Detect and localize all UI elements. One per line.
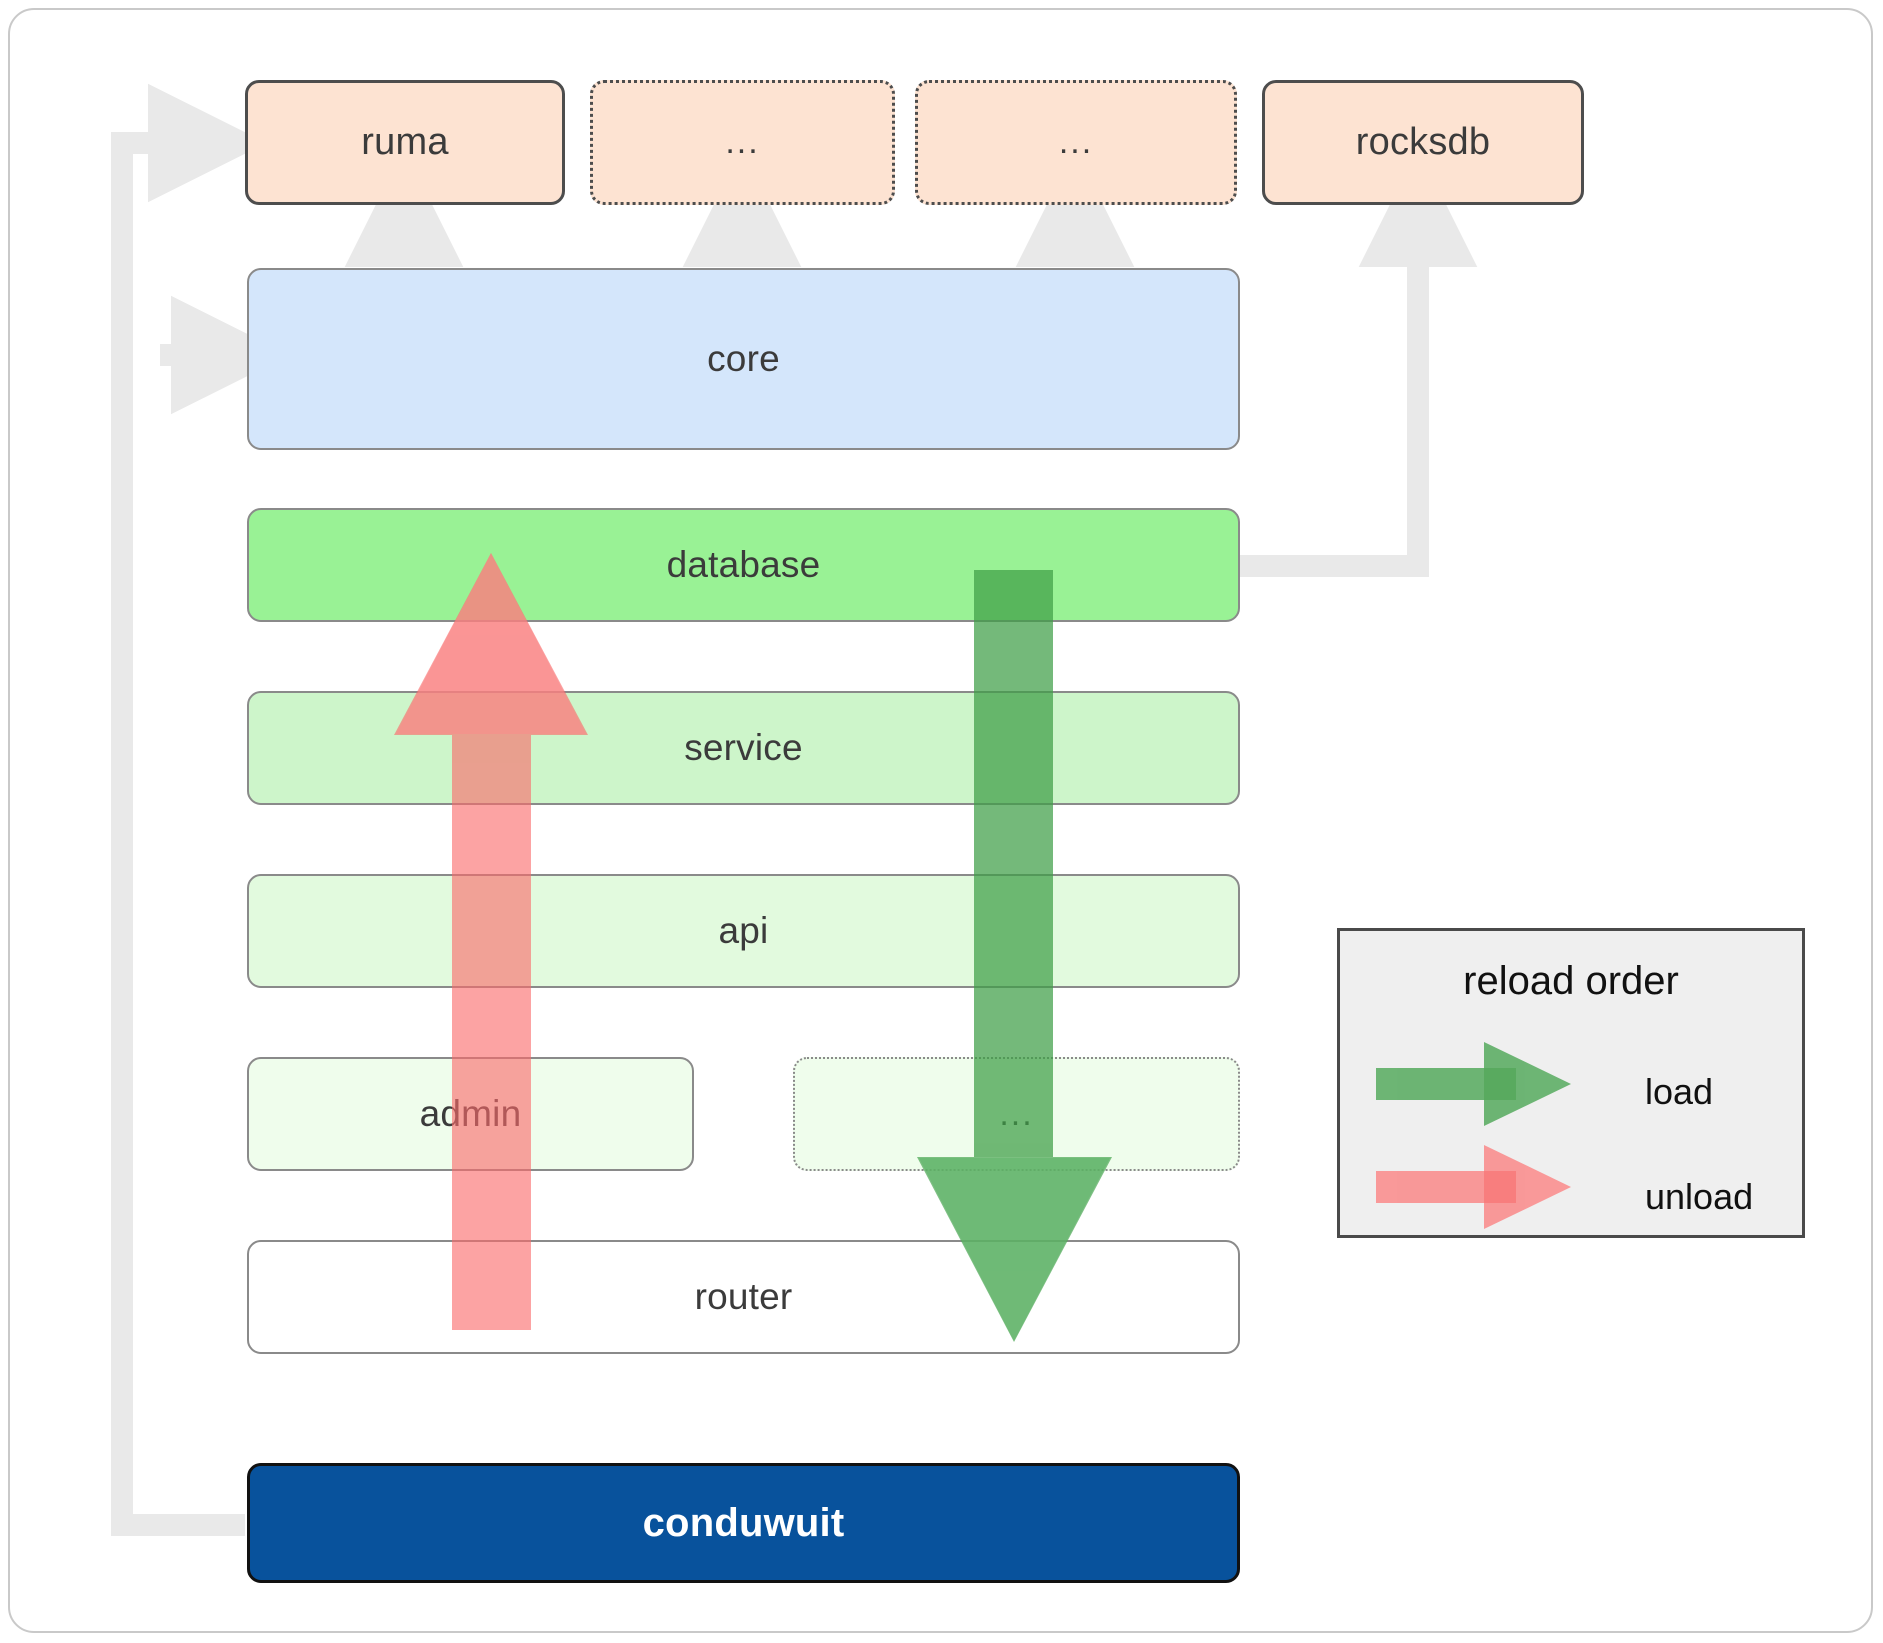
node-api-label: api [718, 910, 769, 951]
node-layer-ellipsis[interactable]: ... [793, 1057, 1240, 1171]
node-router[interactable]: router [247, 1240, 1240, 1354]
node-admin[interactable]: admin [247, 1057, 694, 1171]
node-router-label: router [694, 1276, 793, 1317]
node-core[interactable]: core [247, 268, 1240, 450]
legend-unload-arrow-icon [1376, 1145, 1571, 1229]
node-database[interactable]: database [247, 508, 1240, 622]
node-ruma-label: ruma [361, 121, 449, 163]
node-core-label: core [707, 338, 780, 379]
node-layer-ellipsis-label: ... [999, 1094, 1034, 1133]
node-dep-ellipsis-1-label: ... [725, 123, 760, 161]
node-rocksdb[interactable]: rocksdb [1262, 80, 1584, 205]
node-conduwuit-label: conduwuit [642, 1500, 845, 1545]
legend-box: reload order load unload [1337, 928, 1805, 1238]
node-dep-ellipsis-2[interactable]: ... [915, 80, 1237, 205]
node-dep-ellipsis-1[interactable]: ... [590, 80, 895, 205]
legend-label-unload: unload [1645, 1176, 1754, 1217]
legend-label-load: load [1645, 1071, 1714, 1112]
node-api[interactable]: api [247, 874, 1240, 988]
node-rocksdb-label: rocksdb [1355, 121, 1491, 163]
node-admin-label: admin [419, 1093, 522, 1134]
legend-arrow-swatches [1376, 1042, 1571, 1229]
node-database-label: database [666, 544, 821, 585]
node-dep-ellipsis-2-label: ... [1058, 123, 1094, 161]
node-service-label: service [684, 727, 803, 768]
diagram-frame [8, 8, 1873, 1633]
legend-load-arrow-icon [1376, 1042, 1571, 1126]
legend-title: reload order [1463, 959, 1679, 1003]
node-service[interactable]: service [247, 691, 1240, 805]
node-conduwuit[interactable]: conduwuit [247, 1463, 1240, 1583]
node-ruma[interactable]: ruma [245, 80, 565, 205]
